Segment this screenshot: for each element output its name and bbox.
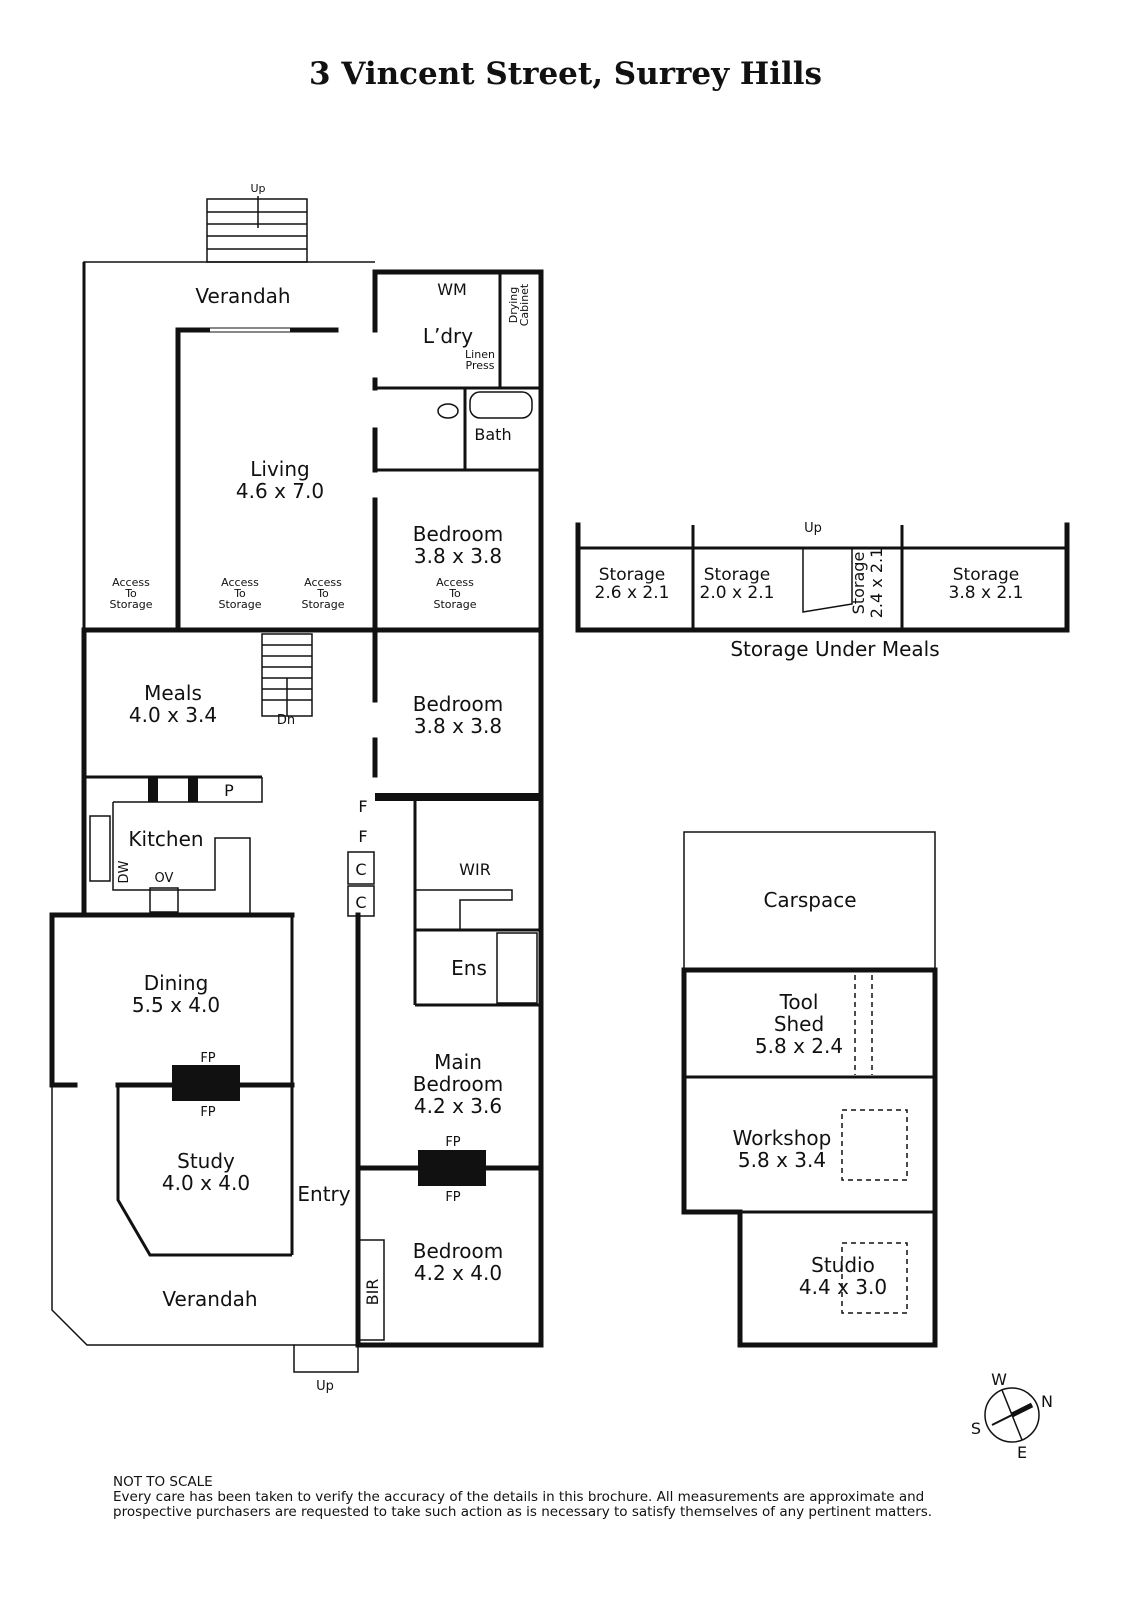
- disclaimer-line-2: prospective purchasers are requested to …: [113, 1504, 933, 1520]
- room-study: Study: [177, 1149, 235, 1173]
- storage-4-size: 3.8 x 2.1: [949, 583, 1024, 603]
- room-wir: WIR: [459, 860, 491, 879]
- room-laundry: L’dry: [423, 324, 473, 348]
- carspace: Carspace: [763, 888, 856, 912]
- fp-label-dining: FP: [200, 1051, 215, 1066]
- wm-label: WM: [437, 280, 467, 299]
- fp-label-bed3: FP: [445, 1190, 460, 1205]
- cabinet-label: Cabinet: [518, 283, 531, 326]
- storage-caption: Storage Under Meals: [730, 637, 939, 661]
- studio: Studio: [811, 1253, 875, 1277]
- compass-w: W: [991, 1370, 1007, 1389]
- storage-under-meals-plan: [575, 522, 1070, 633]
- not-to-scale: NOT TO SCALE: [113, 1474, 213, 1490]
- room-entry: Entry: [297, 1182, 350, 1206]
- main-bedroom-label: Bedroom: [413, 1072, 503, 1096]
- svg-text:Storage: Storage: [301, 598, 344, 611]
- studio-size: 4.4 x 3.0: [799, 1275, 887, 1299]
- svg-text:To: To: [448, 587, 461, 600]
- svg-text:To: To: [316, 587, 329, 600]
- storage-2-size: 2.0 x 2.1: [700, 583, 775, 603]
- outbuildings-plan: [681, 831, 938, 1348]
- bedroom-2-size: 3.8 x 3.8: [414, 714, 502, 738]
- room-kitchen: Kitchen: [128, 827, 203, 851]
- svg-text:Access: Access: [112, 576, 150, 589]
- page-title: 3 Vincent Street, Surrey Hills: [308, 56, 822, 92]
- storage-3: Storage: [849, 552, 868, 615]
- room-main-bedroom: Main: [434, 1050, 482, 1074]
- dw-label: DW: [117, 860, 132, 883]
- room-meals: Meals: [144, 681, 202, 705]
- svg-text:Access: Access: [221, 576, 259, 589]
- front-stairs-top: [206, 196, 308, 263]
- svg-text:Storage: Storage: [109, 598, 152, 611]
- room-ensuite: Ens: [451, 956, 487, 980]
- up-label-bottom: Up: [316, 1379, 334, 1394]
- drying-label: Drying: [507, 287, 520, 324]
- storage-3-size: 2.4 x 2.1: [867, 548, 886, 619]
- compass: W N S E: [971, 1370, 1053, 1462]
- linen-label: Linen: [465, 348, 495, 361]
- svg-text:Storage: Storage: [218, 598, 261, 611]
- press-label: Press: [466, 359, 495, 372]
- tool-shed-label: Shed: [774, 1012, 824, 1036]
- room-bath: Bath: [474, 425, 511, 444]
- storage-4: Storage: [953, 565, 1020, 585]
- room-dining: Dining: [144, 971, 209, 995]
- workshop: Workshop: [733, 1126, 832, 1150]
- bedroom-1-size: 3.8 x 3.8: [414, 544, 502, 568]
- room-bedroom-2: Bedroom: [413, 692, 503, 716]
- storage-up-label: Up: [804, 521, 822, 536]
- storage-2: Storage: [704, 565, 771, 585]
- bir-label: BIR: [363, 1279, 382, 1306]
- pantry-label: P: [224, 781, 234, 800]
- compass-e: E: [1017, 1443, 1027, 1462]
- svg-text:Storage: Storage: [433, 598, 476, 611]
- room-living: Living: [250, 457, 309, 481]
- workshop-size: 5.8 x 3.4: [738, 1148, 826, 1172]
- svg-text:Access: Access: [304, 576, 342, 589]
- cupboard-label-1: C: [355, 860, 366, 879]
- compass-s: S: [971, 1419, 981, 1438]
- room-bedroom-1: Bedroom: [413, 522, 503, 546]
- fp-label-study: FP: [200, 1105, 215, 1120]
- fridge-label-2: F: [358, 827, 367, 846]
- main-bedroom-size: 4.2 x 3.6: [414, 1094, 502, 1118]
- study-size: 4.0 x 4.0: [162, 1171, 250, 1195]
- compass-n: N: [1041, 1392, 1053, 1411]
- tool-shed-size: 5.8 x 2.4: [755, 1034, 843, 1058]
- svg-text:To: To: [124, 587, 137, 600]
- room-verandah-top: Verandah: [195, 284, 290, 308]
- storage-1-size: 2.6 x 2.1: [595, 583, 670, 603]
- tool-shed: Tool: [779, 990, 819, 1014]
- room-bedroom-3: Bedroom: [413, 1239, 503, 1263]
- stairs-down: [261, 633, 313, 717]
- disclaimer: NOT TO SCALE Every care has been taken t…: [113, 1475, 932, 1520]
- svg-text:To: To: [233, 587, 246, 600]
- ov-label: OV: [155, 871, 174, 886]
- fp-label-main: FP: [445, 1135, 460, 1150]
- living-size: 4.6 x 7.0: [236, 479, 324, 503]
- disclaimer-line-1: Every care has been taken to verify the …: [113, 1489, 925, 1505]
- up-label-top: Up: [250, 182, 265, 195]
- bedroom-3-size: 4.2 x 4.0: [414, 1261, 502, 1285]
- meals-size: 4.0 x 3.4: [129, 703, 217, 727]
- dn-label: Dn: [277, 713, 295, 728]
- room-verandah-bottom: Verandah: [162, 1287, 257, 1311]
- svg-text:Access: Access: [436, 576, 474, 589]
- dining-size: 5.5 x 4.0: [132, 993, 220, 1017]
- storage-1: Storage: [599, 565, 666, 585]
- fridge-label-1: F: [358, 797, 367, 816]
- cupboard-label-2: C: [355, 893, 366, 912]
